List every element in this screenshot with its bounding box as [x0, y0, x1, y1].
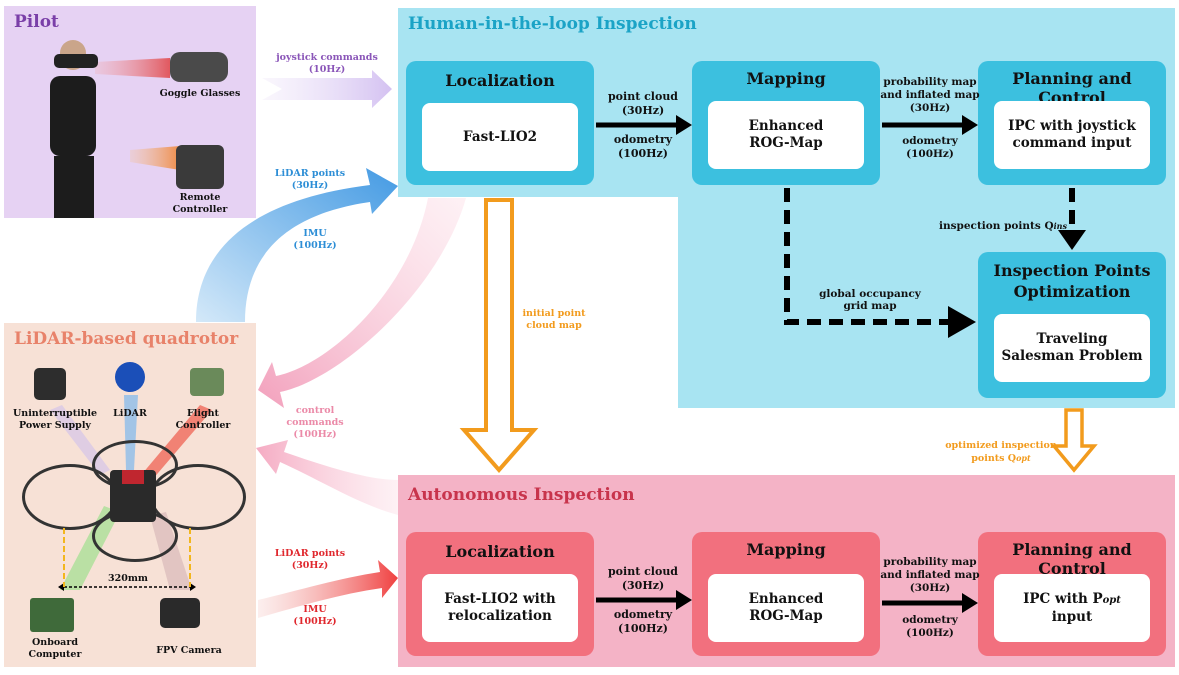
lidar-top-label: LiDAR points (30Hz) [274, 168, 346, 191]
auto-odometry-label: odometry (100Hz) [613, 608, 673, 635]
auto-title: Autonomous Inspection [408, 485, 635, 505]
optimized-label: optimized inspection points Qopt [945, 440, 1057, 464]
ups-label: Uninterruptible Power Supply [13, 408, 97, 431]
hitl-ipo-inner: Traveling Salesman Problem [994, 314, 1150, 382]
imu-top-label: IMU (100Hz) [293, 228, 337, 251]
sensor-flow-up-arrow [196, 168, 398, 322]
auto-planning-inner: IPC with Popt input [994, 574, 1150, 642]
auto-map-to-plan-arrow [962, 593, 978, 613]
auto-mapping-inner: Enhanced ROG-Map [708, 574, 864, 642]
remote-beam [130, 146, 180, 170]
joystick-label: joystick commands (10Hz) [276, 52, 378, 75]
goggle-glasses-icon [170, 52, 228, 82]
hitl-odometry-label: odometry (100Hz) [613, 133, 673, 160]
auto-planning-block: Planning and Control IPC with Popt input [978, 532, 1166, 656]
inspection-points-label: inspection points Qins [939, 220, 1067, 232]
imu-bottom-label: IMU (100Hz) [293, 604, 337, 627]
goggle-beam [95, 58, 170, 78]
hitl-planning-block: Planning and Control IPC with joystick c… [978, 61, 1166, 185]
optimized-points-arrow [1050, 408, 1098, 473]
control-label: control commands (100Hz) [286, 405, 344, 440]
auto-localization-title: Localization [445, 542, 555, 561]
goggle-label: Goggle Glasses [159, 88, 241, 99]
auto-localization-inner: Fast-LIO2 with relocalization [422, 574, 578, 642]
auto-pointcloud-label: point cloud (30Hz) [607, 565, 679, 592]
hitl-loc-to-map-arrow [676, 115, 692, 135]
control-flow-arrow [258, 198, 466, 408]
onboard-computer-icon [30, 598, 74, 632]
hitl-pointcloud-label: point cloud (30Hz) [607, 90, 679, 117]
grid-map-label: global occupancy grid map [819, 288, 921, 312]
hitl-localization-block: Localization Fast-LIO2 [406, 61, 594, 185]
auto-mapping-block: Mapping Enhanced ROG-Map [692, 532, 880, 656]
quadrotor-title: LiDAR-based quadrotor [14, 329, 239, 349]
hitl-mapping-inner: Enhanced ROG-Map [708, 101, 864, 169]
remote-controller-icon [176, 145, 224, 189]
auto-planning-title: Planning and Control [1012, 540, 1132, 578]
hitl-localization-title: Localization [445, 71, 555, 90]
auto-control-flow-arrow [256, 440, 398, 515]
hitl-odometry2-label: odometry (100Hz) [902, 135, 958, 160]
hitl-mapping-block: Mapping Enhanced ROG-Map [692, 61, 880, 185]
sensor-flow-bottom-arrow [258, 560, 398, 618]
camera-label: FPV Camera [156, 645, 222, 656]
lidar-label: LiDAR [113, 408, 147, 419]
quadrotor-body [22, 440, 246, 562]
auto-odometry2-label: odometry (100Hz) [902, 614, 958, 639]
hitl-map-to-plan-arrow [962, 115, 978, 135]
remote-label: Remote Controller [172, 192, 228, 215]
joystick-flow-arrow [262, 70, 392, 108]
hitl-ipo-block: Inspection Points Optimization Traveling… [978, 252, 1166, 398]
hitl-planning-inner: IPC with joystick command input [994, 101, 1150, 169]
size-label: 320mm [108, 573, 148, 584]
auto-loc-to-map-arrow [676, 590, 692, 610]
auto-probmap-label: probability map and inflated map (30Hz) [880, 556, 980, 594]
hitl-localization-inner: Fast-LIO2 [422, 103, 578, 171]
grid-map-dashed-arrow [784, 188, 950, 325]
hitl-title: Human-in-the-loop Inspection [408, 14, 697, 34]
fpv-camera-icon [160, 598, 200, 628]
auto-mapping-title: Mapping [746, 540, 826, 559]
flight-controller-icon [190, 368, 224, 396]
hitl-ipo-title: Inspection Points Optimization [993, 261, 1151, 301]
auto-localization-block: Localization Fast-LIO2 with relocalizati… [406, 532, 594, 656]
pilot-title: Pilot [14, 12, 59, 32]
lidar-icon [115, 362, 145, 392]
ups-icon [34, 368, 66, 400]
lidar-bottom-label: LiDAR points (30Hz) [274, 548, 346, 571]
fc-label: Flight Controller [175, 408, 231, 431]
initial-map-label: initial point cloud map [522, 308, 586, 331]
hitl-probmap-label: probability map and inflated map (30Hz) [880, 76, 980, 114]
initial-map-arrow [459, 198, 539, 474]
hitl-mapping-title: Mapping [746, 69, 826, 88]
pilot-figure [40, 40, 104, 218]
computer-label: Onboard Computer [28, 637, 82, 660]
